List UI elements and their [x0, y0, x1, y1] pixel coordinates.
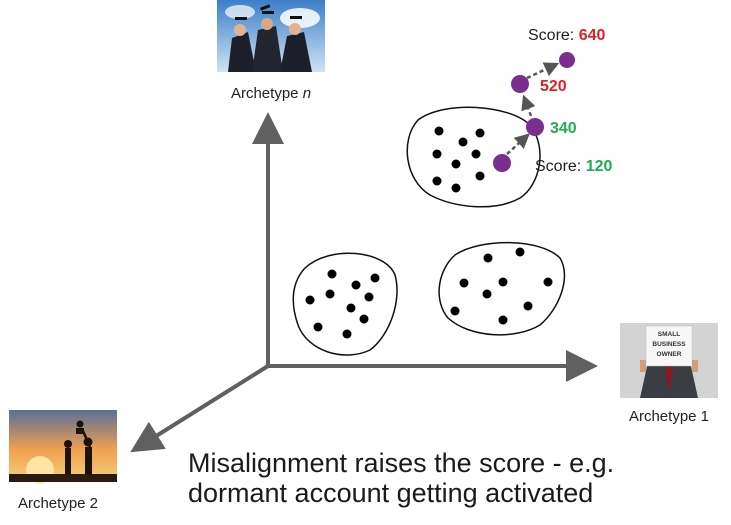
- data-point: [325, 289, 335, 299]
- data-point: [471, 149, 481, 159]
- data-point: [458, 137, 468, 147]
- score-label-340: 340: [550, 120, 577, 137]
- score-point-520: [511, 75, 529, 93]
- data-point: [370, 273, 380, 283]
- data-point: [475, 171, 485, 181]
- data-point: [351, 280, 361, 290]
- data-point: [483, 253, 493, 263]
- data-point: [498, 315, 508, 325]
- data-point: [459, 278, 469, 288]
- score-label-520: 520: [540, 78, 567, 95]
- score-value: 120: [586, 158, 613, 175]
- sign-line: SMALL: [658, 331, 680, 338]
- caption-line-2: dormant account getting activated: [188, 478, 594, 508]
- score-point-640: [559, 52, 575, 68]
- archetype-n-label: Archetype n: [231, 85, 311, 102]
- data-point: [450, 306, 460, 316]
- sign-line: BUSINESS: [652, 341, 686, 348]
- data-point: [451, 159, 461, 169]
- data-point: [543, 277, 553, 287]
- score-prefix: Score:: [528, 27, 579, 44]
- caption: Misalignment raises the score - e.g. dor…: [188, 448, 614, 508]
- data-point: [305, 295, 315, 305]
- data-point: [359, 314, 369, 324]
- graduates-photo-icon: [217, 0, 325, 72]
- data-point: [482, 289, 492, 299]
- cluster-left: [292, 252, 398, 356]
- data-point: [434, 126, 444, 136]
- data-point: [475, 128, 485, 138]
- score-value: 640: [579, 27, 606, 44]
- data-point: [364, 292, 374, 302]
- data-point: [313, 322, 323, 332]
- cluster-top: [406, 106, 541, 208]
- caption-line-1: Misalignment raises the score - e.g.: [188, 448, 615, 478]
- data-point: [342, 329, 352, 339]
- archetype-2-label: Archetype 2: [18, 495, 98, 512]
- score-label-120: Score: 120: [535, 158, 612, 175]
- cluster-right: [438, 241, 566, 336]
- score-value: 520: [540, 78, 567, 95]
- data-point: [432, 176, 442, 186]
- data-point: [346, 303, 356, 313]
- score-value: 340: [550, 120, 577, 137]
- depth-axis: [130, 364, 270, 453]
- score-prefix: Score:: [535, 158, 586, 175]
- data-point: [523, 301, 533, 311]
- data-point: [451, 183, 461, 193]
- data-point: [515, 247, 525, 257]
- archetype-1-label: Archetype 1: [629, 408, 709, 425]
- score-trajectory-arrows: [506, 62, 560, 155]
- score-point-340: [526, 118, 544, 136]
- sign-line: OWNER: [657, 351, 682, 358]
- data-point: [327, 269, 337, 279]
- data-point: [498, 277, 508, 287]
- data-point: [432, 149, 442, 159]
- family-sunset-photo-icon: [9, 410, 117, 484]
- score-label-640: Score: 640: [528, 27, 605, 44]
- small-business-owner-photo-icon: SMALL BUSINESS OWNER: [620, 323, 718, 398]
- score-point-120: [493, 154, 511, 172]
- score-points: [493, 52, 575, 172]
